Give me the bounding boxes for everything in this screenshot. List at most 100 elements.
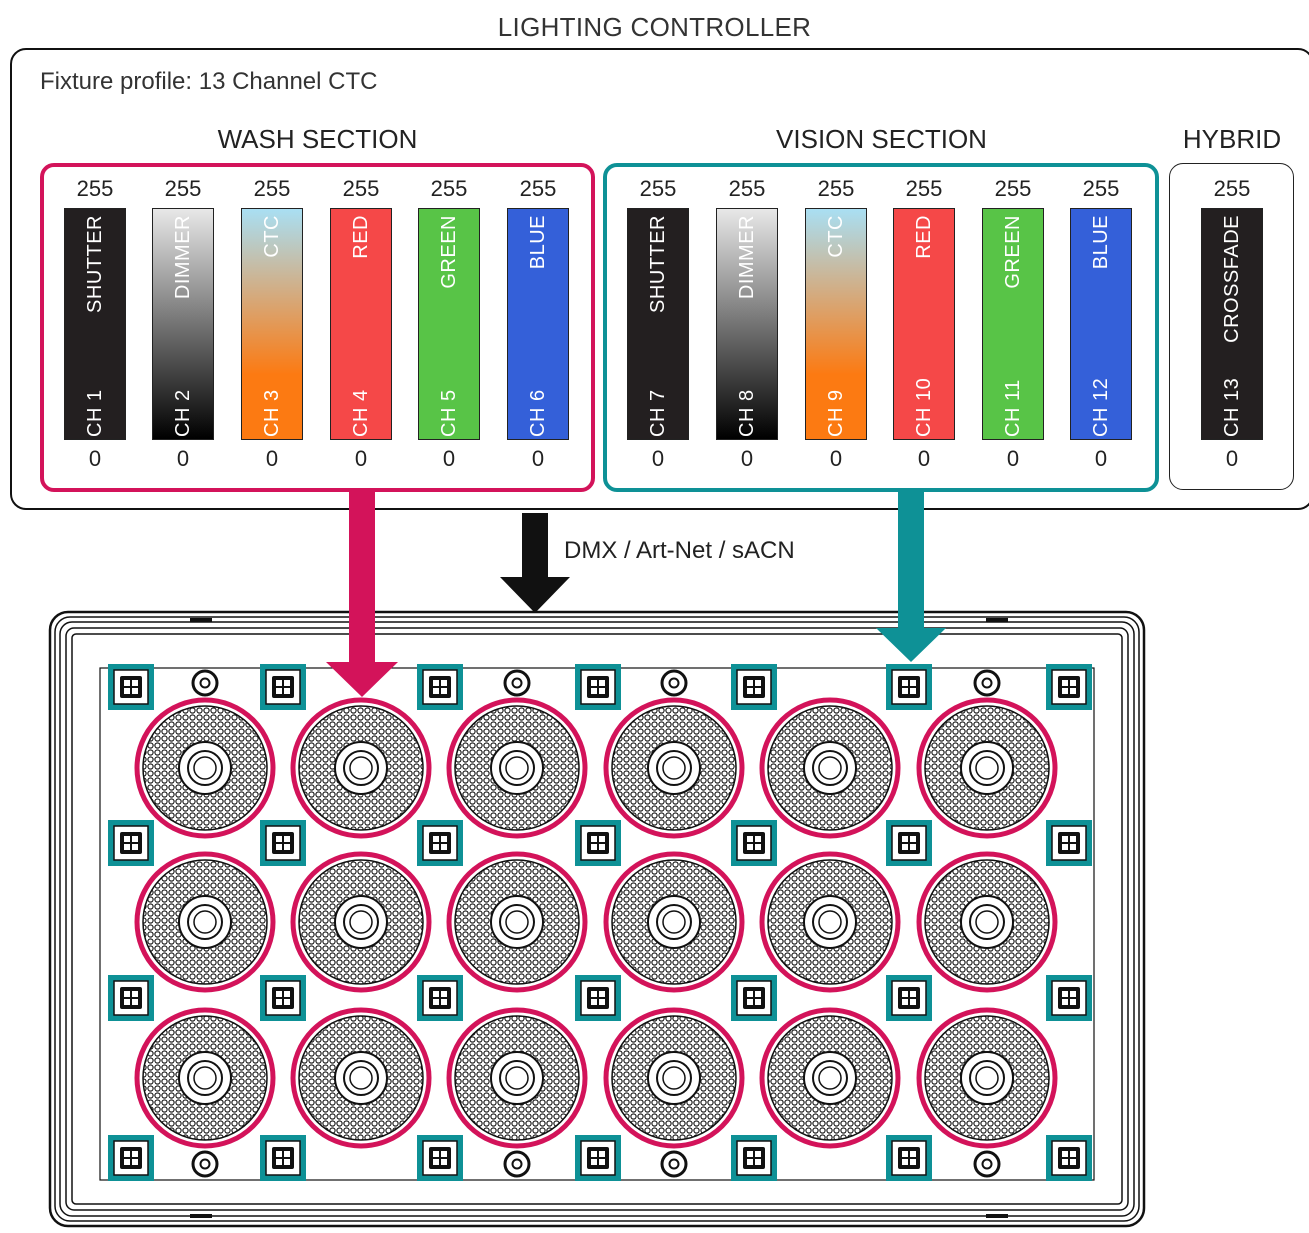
wash-led-module: [759, 1007, 901, 1149]
wash-section-title: WASH SECTION: [217, 124, 418, 154]
channel-max-value: 255: [817, 176, 855, 201]
vision-led-module: [575, 820, 621, 866]
mounting-screws: [191, 669, 1001, 1178]
vision-arrow: [876, 492, 946, 662]
wash-led-module: [916, 851, 1058, 993]
wash-led-module: [290, 851, 432, 993]
vision-led-module: [731, 664, 777, 710]
vision-led-module: [108, 820, 154, 866]
vision-led-module: [260, 664, 306, 710]
wash-led-module: [134, 1007, 276, 1149]
led-modules: [134, 697, 1058, 1149]
wash-led-module: [603, 697, 745, 839]
channel-min-value: 0: [829, 446, 843, 471]
vision-led-module: [731, 975, 777, 1021]
channel-max-value: 255: [1082, 176, 1120, 201]
vision-led-module: [886, 664, 932, 710]
vision-led-module: [1046, 820, 1092, 866]
vision-led-module: [1046, 975, 1092, 1021]
vision-led-module: [260, 1135, 306, 1181]
channel-min-value: 0: [265, 446, 279, 471]
vision-led-module: [731, 820, 777, 866]
wash-led-module: [603, 851, 745, 993]
channel-max-value: 255: [164, 176, 202, 201]
channel-min-value: 0: [531, 446, 545, 471]
wash-led-module: [446, 1007, 588, 1149]
wash-led-module: [916, 697, 1058, 839]
wash-led-module: [134, 851, 276, 993]
channel-min-value: 0: [917, 446, 931, 471]
channel-max-value: 255: [76, 176, 114, 201]
hybrid-section-box: [1169, 163, 1294, 490]
vision-led-module: [108, 1135, 154, 1181]
vision-led-module: [1046, 1135, 1092, 1181]
channel-max-value: 255: [519, 176, 557, 201]
vision-section-title: VISION SECTION: [776, 124, 987, 154]
channel-max-value: 255: [639, 176, 677, 201]
wash-led-module: [603, 1007, 745, 1149]
vision-led-module: [1046, 664, 1092, 710]
hybrid-section-title: HYBRID: [1182, 124, 1282, 154]
screw-icon: [191, 1150, 219, 1178]
wash-led-module: [916, 1007, 1058, 1149]
wash-led-module: [446, 697, 588, 839]
channel-max-value: 255: [994, 176, 1032, 201]
channel-max-value: 255: [342, 176, 380, 201]
channel-max-value: 255: [905, 176, 943, 201]
channel-max-value: 255: [1213, 176, 1251, 201]
vision-led-module: [108, 664, 154, 710]
screw-icon: [503, 1150, 531, 1178]
vision-modules: [108, 664, 1092, 1181]
wash-section-box: [40, 163, 595, 492]
vision-led-module: [575, 664, 621, 710]
screw-icon: [660, 1150, 688, 1178]
dmx-arrow: [500, 513, 570, 613]
channel-min-value: 0: [1225, 446, 1239, 471]
wash-arrow: [326, 492, 398, 697]
wash-led-module: [290, 697, 432, 839]
screw-icon: [191, 669, 219, 697]
screw-icon: [660, 669, 688, 697]
channel-max-value: 255: [430, 176, 468, 201]
vision-led-module: [886, 1135, 932, 1181]
screw-icon: [503, 669, 531, 697]
vision-led-module: [886, 820, 932, 866]
wash-led-module: [134, 697, 276, 839]
channel-max-value: 255: [253, 176, 291, 201]
channel-min-value: 0: [651, 446, 665, 471]
controller-panel: [10, 48, 1309, 510]
channel-min-value: 0: [176, 446, 190, 471]
channel-max-value: 255: [728, 176, 766, 201]
vision-led-module: [575, 1135, 621, 1181]
channel-min-value: 0: [354, 446, 368, 471]
channel-min-value: 0: [1094, 446, 1108, 471]
channel-min-value: 0: [88, 446, 102, 471]
wash-led-module: [290, 1007, 432, 1149]
vision-led-module: [417, 820, 463, 866]
channel-min-value: 0: [442, 446, 456, 471]
vision-led-module: [575, 975, 621, 1021]
screw-icon: [973, 669, 1001, 697]
wash-led-module: [759, 851, 901, 993]
vision-led-module: [731, 1135, 777, 1181]
vision-led-module: [417, 975, 463, 1021]
vision-led-module: [417, 664, 463, 710]
protocol-label: DMX / Art-Net / sACN: [564, 537, 795, 564]
wash-led-module: [759, 697, 901, 839]
vision-led-module: [260, 820, 306, 866]
vision-section-box: [603, 163, 1159, 492]
